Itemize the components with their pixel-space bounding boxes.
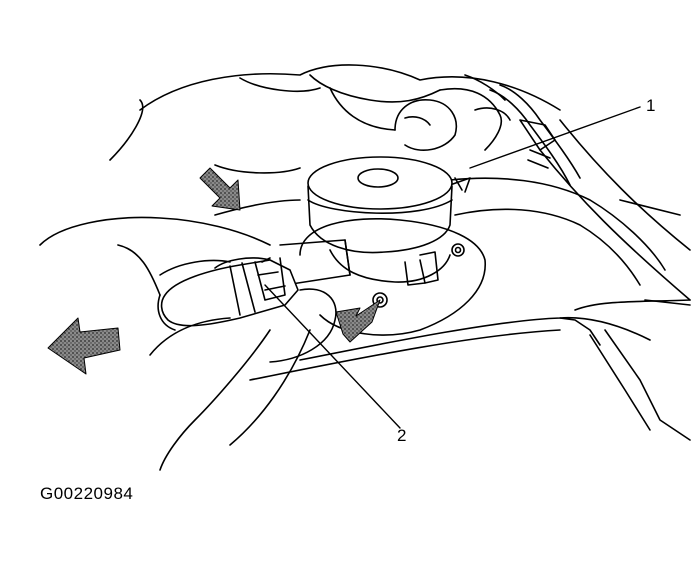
purge-valve — [279, 156, 486, 336]
direction-arrows — [47, 167, 381, 375]
pull-arrow — [47, 317, 121, 375]
push-arrow-lower — [335, 299, 381, 343]
vacuum-hose — [439, 174, 666, 286]
body-panel — [109, 64, 691, 441]
figure-id-label: G00220984 — [40, 484, 134, 503]
hand-with-connector — [39, 216, 337, 471]
leader-line-2 — [264, 284, 401, 429]
upper-bracket — [309, 74, 511, 151]
callout-number-1: 1 — [646, 96, 656, 115]
harness — [489, 84, 581, 186]
callout-number-2: 2 — [397, 426, 407, 445]
push-arrow-upper — [199, 167, 241, 211]
leader-line-1 — [469, 106, 641, 169]
